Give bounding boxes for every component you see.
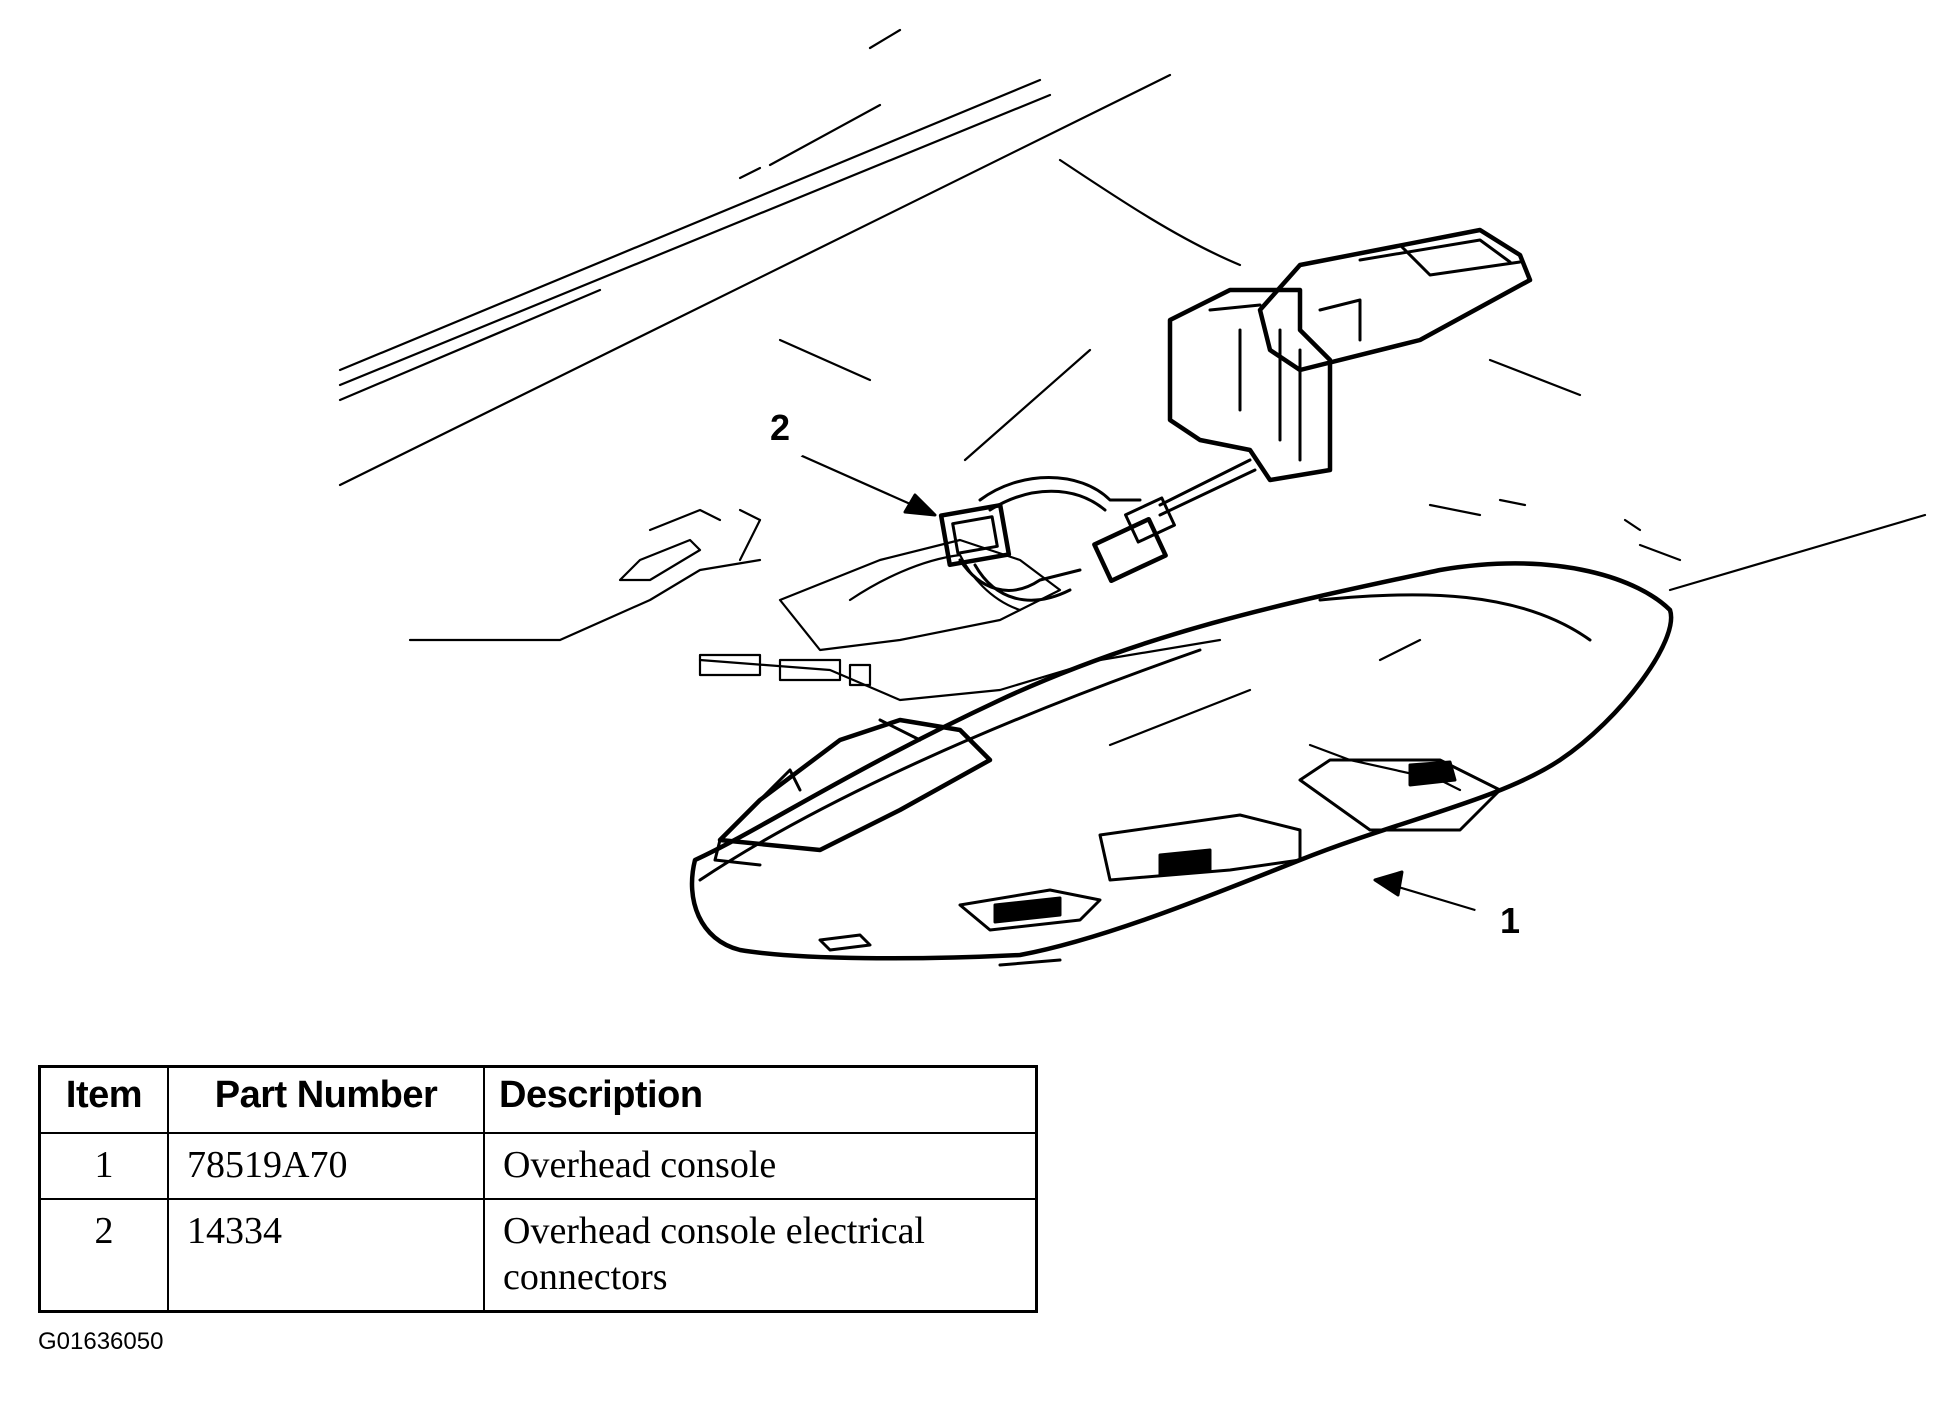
cell-item: 2: [38, 1198, 169, 1313]
mirror-mount-bracket: [1167, 227, 1533, 483]
headliner-opening: [408, 508, 1222, 702]
table-row: 2 14334 Overhead console electrical conn…: [38, 1198, 1038, 1313]
header-description: Description: [483, 1065, 1038, 1134]
header-item: Item: [38, 1065, 169, 1134]
cell-item: 1: [38, 1132, 169, 1200]
cell-description: Overhead console electrical connectors: [483, 1198, 1038, 1313]
table-row: 1 78519A70 Overhead console: [38, 1132, 1038, 1200]
table-header-row: Item Part Number Description: [38, 1065, 1038, 1134]
cell-part-number: 78519A70: [167, 1132, 485, 1200]
figure-code: G01636050: [38, 1328, 164, 1355]
parts-table: Item Part Number Description 1 78519A70 …: [38, 1065, 1038, 1313]
roof-headliner-lines: [338, 28, 1927, 592]
overhead-console-illustration: 2 1: [338, 28, 1927, 967]
cell-description: Overhead console: [483, 1132, 1038, 1200]
callout-2: 2: [744, 391, 937, 517]
cell-part-number: 14334: [167, 1198, 485, 1313]
overhead-console: [689, 561, 1674, 967]
callout-1: 1: [1373, 870, 1546, 956]
electrical-connectors: [938, 458, 1257, 602]
header-part-number: Part Number: [167, 1065, 485, 1134]
callout-1-label: 1: [1500, 900, 1520, 941]
callout-2-label: 2: [770, 407, 790, 448]
